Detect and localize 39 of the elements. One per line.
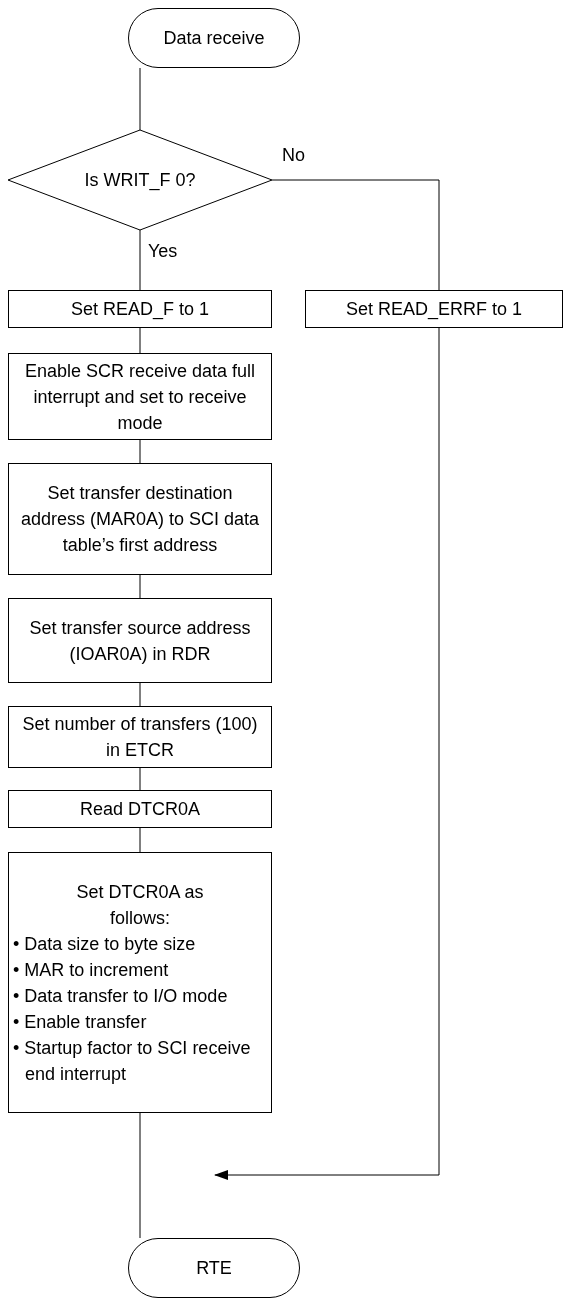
process-text: Read DTCR0A (79, 798, 200, 821)
process-text: Set READ_F to 1 (70, 298, 210, 322)
terminal-text: RTE (196, 1256, 232, 1280)
process-heading: Set DTCR0A as follows: (75, 880, 205, 930)
process-box (305, 290, 563, 328)
process-box (8, 290, 272, 328)
process-box (8, 598, 272, 683)
bullet-item: • Data transfer to I/O mode (13, 984, 229, 1008)
process-text: Set number of transfers (100) in ETCR (21, 713, 259, 762)
terminal-text: Data receive (163, 26, 265, 50)
bullet-item: • Startup factor to SCI receive end interrupt (13, 1036, 252, 1086)
connector-line (139, 682, 141, 707)
connector-line (139, 67, 141, 131)
process-box (8, 463, 272, 575)
process-box (8, 353, 272, 440)
connector-line (139, 574, 141, 599)
bullet-item: • MAR to increment (13, 958, 170, 982)
bullet-item: • Data size to byte size (13, 932, 197, 956)
terminal-shape (128, 8, 300, 68)
process-text: Set transfer destination address (MAR0A) to SCI data table’s first address (19, 482, 261, 557)
process-box (8, 706, 272, 768)
connector-line (139, 1112, 141, 1239)
terminal-shape (128, 1238, 300, 1298)
process-text: Set transfer source address (IOAR0A) in RDR (28, 616, 252, 666)
connector-line (214, 327, 440, 1180)
bullet-item: • Enable transfer (13, 1010, 148, 1034)
connector-line (139, 767, 141, 791)
connector-line (139, 327, 141, 354)
decision-text: Is WRIT_F 0? (84, 168, 196, 193)
edge-label: Yes (146, 242, 180, 260)
edge-label: No (280, 146, 307, 164)
connector-line (139, 229, 141, 291)
process-text: Enable SCR receive data full interrupt and set to receive mode (23, 359, 257, 435)
connector-line (139, 827, 141, 853)
process-text: Set READ_ERRF to 1 (345, 298, 523, 322)
process-box (8, 790, 272, 828)
connector-line (139, 439, 141, 464)
process-box (8, 852, 272, 1113)
connector-line (271, 179, 440, 291)
